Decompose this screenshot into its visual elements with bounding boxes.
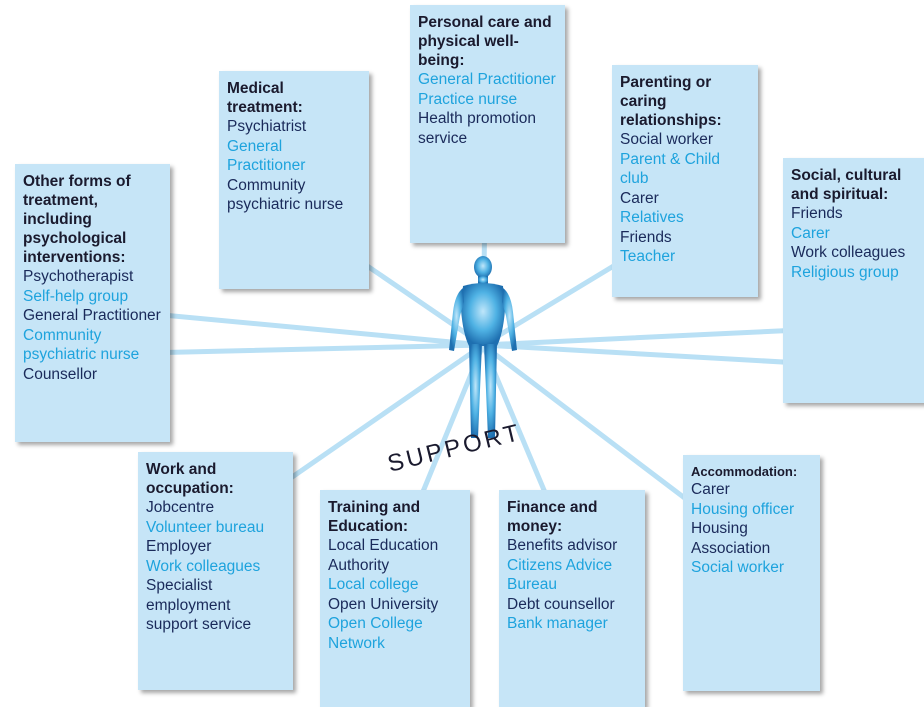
box-training-education: Training and Education: Local Education … (320, 490, 470, 707)
provider-item: Community psychiatric nurse (227, 176, 344, 214)
provider-item: Citizens Advice Bureau (507, 556, 613, 594)
provider-item: Carer (791, 224, 830, 242)
support-ray (107, 307, 486, 348)
provider-item: Employer (146, 538, 212, 555)
provider-item: Psychiatrist (227, 118, 307, 135)
provider-item: Debt counsellor (507, 595, 615, 613)
provider-item: Specialist employment support service (146, 577, 252, 633)
provider-item: Housing officer (691, 500, 795, 518)
provider-item: Open University (328, 595, 439, 613)
provider-item: Jobcentre (146, 499, 215, 516)
provider-item: Local college (328, 576, 419, 593)
box-title: Personal care and physical well-being: (418, 14, 552, 69)
box-personal-care: Personal care and physical well-being: G… (410, 5, 565, 243)
provider-item: Work colleagues (791, 244, 906, 261)
provider-item: Psychotherapist (23, 268, 134, 285)
provider-item: Counsellor (23, 365, 98, 383)
provider-item: General Practitioner (418, 71, 556, 88)
box-title: Other forms of treatment, including psyc… (23, 173, 131, 266)
provider-item: Teacher (620, 248, 676, 265)
provider-item: Friends (791, 205, 843, 222)
box-title: Accommodation: (691, 464, 798, 479)
provider-item: General Practitioner (23, 307, 161, 324)
box-title: Parenting or caring relationships: (620, 74, 722, 129)
person-figure-icon (449, 256, 517, 438)
provider-item: Benefits advisor (507, 537, 618, 554)
provider-item: Practice nurse (418, 90, 518, 108)
support-ray (480, 327, 803, 348)
provider-item: Volunteer bureau (146, 518, 265, 536)
provider-item: Carer (691, 481, 730, 498)
box-title: Work and occupation: (146, 461, 234, 497)
svg-text:SUPPORT: SUPPORT (385, 420, 524, 478)
provider-item: Parent & Child club (620, 150, 720, 188)
provider-item: Work colleagues (146, 557, 261, 575)
provider-item: Open College Network (328, 615, 423, 652)
box-title: Training and Education: (328, 499, 421, 535)
provider-item: Friends (620, 228, 672, 246)
provider-item: Local Education Authority (328, 537, 439, 574)
support-label: SUPPORT (385, 420, 524, 478)
provider-item: Social worker (691, 559, 785, 576)
box-other-forms: Other forms of treatment, including psyc… (15, 164, 170, 442)
box-parenting: Parenting or caring relationships: Socia… (612, 65, 758, 297)
provider-item: Housing Association (691, 520, 771, 557)
support-text: SUPPORT (385, 420, 521, 478)
box-title: Finance and money: (507, 499, 598, 535)
provider-item: Community psychiatric nurse (23, 326, 140, 364)
provider-item: Relatives (620, 209, 684, 226)
box-title: Social, cultural and spiritual: (791, 167, 902, 203)
box-title: Medical treatment: (227, 80, 303, 116)
provider-item: General Practitioner (227, 137, 306, 175)
provider-item: Self-help group (23, 287, 129, 305)
provider-item: Religious group (791, 263, 899, 281)
provider-item: Carer (620, 189, 659, 207)
provider-item: Social worker (620, 131, 714, 148)
provider-item: Health promotion service (418, 110, 537, 147)
provider-item: Bank manager (507, 615, 608, 632)
